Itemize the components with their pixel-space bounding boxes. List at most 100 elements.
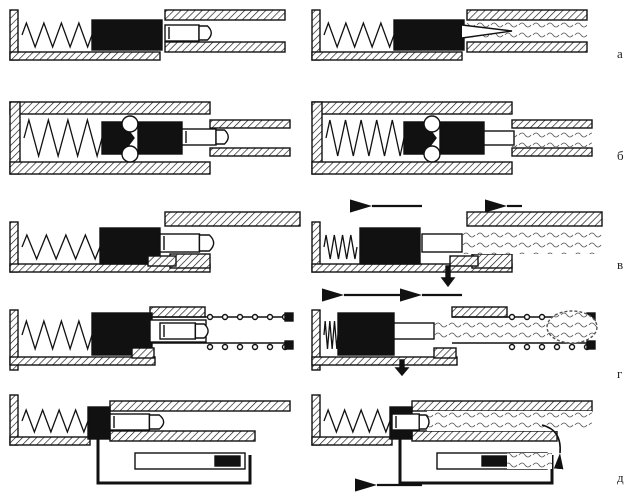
spent-case — [421, 233, 463, 253]
barrel-top-wall — [511, 119, 593, 129]
receiver-bottom-wall — [9, 51, 161, 61]
barrel-bottom-wall — [164, 41, 286, 53]
powder-gas — [427, 411, 592, 431]
barrel-top-wall — [411, 400, 593, 412]
recoil-spring — [21, 408, 89, 434]
bullet — [198, 25, 212, 41]
receiver-back-wall — [311, 309, 321, 371]
row-label-a: а — [617, 46, 623, 61]
row-label-v: в — [617, 257, 624, 272]
row-v-right — [311, 199, 603, 288]
cartridge-case — [109, 413, 151, 431]
barrel-bottom-wall — [411, 430, 558, 442]
row-label-b: б — [617, 148, 624, 163]
recoil-spring — [23, 117, 103, 159]
return-spring-coil — [538, 313, 546, 321]
operating-rod — [96, 439, 252, 485]
barrel-top-wall — [466, 211, 603, 227]
row-g-left — [9, 306, 294, 371]
powder-gas — [467, 22, 587, 41]
receiver-bottom-wall — [311, 436, 393, 446]
row-a-left — [9, 9, 286, 61]
sear-down-arrow — [394, 359, 410, 377]
receiver-top-wall — [9, 101, 211, 115]
barrel-bottom-wall — [511, 147, 593, 157]
cartridge — [181, 128, 229, 146]
bolt — [337, 312, 395, 356]
return-spring-coil — [221, 313, 229, 321]
return-spring-coil — [553, 343, 561, 351]
spent-cartridge — [391, 413, 430, 431]
recoil-spring — [323, 21, 395, 49]
bolt — [87, 406, 111, 440]
receiver-bottom-wall — [311, 51, 463, 61]
bolt-head — [137, 121, 183, 155]
bolt — [359, 227, 421, 265]
recoil-spring — [21, 233, 101, 261]
barrel-bottom-wall — [109, 430, 256, 442]
return-spring-coil — [236, 313, 244, 321]
return-spring-coil — [266, 343, 274, 351]
trigger-sear — [131, 347, 155, 359]
spent-case — [461, 24, 513, 39]
recoil-spring — [21, 318, 93, 352]
row-label-d: д — [617, 470, 624, 485]
return-spring-coil — [236, 343, 244, 351]
bullet — [194, 323, 209, 339]
gas-port-flow — [541, 424, 564, 470]
barrel-bottom-wall — [209, 147, 291, 157]
return-spring-coil — [568, 343, 576, 351]
recoil-spring — [323, 408, 391, 434]
cartridge — [159, 233, 215, 253]
barrel-top-wall — [209, 119, 291, 129]
trigger-sear — [449, 255, 479, 267]
gas-in-cylinder — [507, 453, 552, 469]
locking-roller-top — [121, 115, 139, 133]
muzzle-stop-bottom — [586, 340, 596, 350]
cartridge-case — [159, 233, 201, 253]
return-spring-coil — [206, 343, 214, 351]
bolt — [393, 19, 465, 51]
bullet — [215, 129, 229, 145]
barrel-top-wall — [451, 306, 508, 318]
bullet — [198, 234, 215, 252]
gas-piston — [481, 455, 508, 467]
row-a-right — [311, 9, 588, 61]
receiver-bottom-wall — [9, 161, 211, 175]
spent-case — [483, 130, 515, 146]
muzzle-smoke — [546, 310, 598, 344]
sear-down-arrow — [440, 265, 456, 288]
cartridge-case — [181, 128, 217, 146]
cartridge — [159, 322, 209, 340]
powder-gas — [512, 129, 592, 147]
spent-case — [393, 322, 435, 340]
receiver-back-wall — [9, 309, 19, 371]
barrel-bottom-wall — [466, 41, 588, 53]
row-b-left — [9, 101, 291, 175]
return-spring-coil — [206, 313, 214, 321]
receiver-bottom-wall — [311, 161, 513, 175]
row-d-right — [311, 394, 593, 492]
bolt — [91, 19, 163, 51]
powder-gas — [432, 321, 582, 341]
return-spring-coil — [251, 343, 259, 351]
gas-piston — [214, 455, 241, 467]
return-spring-coil — [251, 313, 259, 321]
powder-gas — [462, 230, 602, 254]
locking-roller-bottom — [121, 145, 139, 163]
locking-roller-bottom — [423, 145, 441, 163]
barrel-top-wall — [164, 9, 286, 21]
return-spring-coil — [538, 343, 546, 351]
return-spring-coil — [523, 313, 531, 321]
recoil-spring — [323, 320, 339, 350]
cartridge-case — [159, 322, 197, 340]
cartridge — [164, 24, 212, 42]
recoil-spring — [323, 234, 358, 260]
cartridge-case — [164, 24, 200, 42]
trigger-sear — [433, 347, 457, 359]
trigger-sear — [147, 255, 177, 267]
barrel-top-wall — [149, 306, 206, 318]
row-g-right — [311, 288, 598, 377]
barrel-top-wall — [164, 211, 301, 227]
